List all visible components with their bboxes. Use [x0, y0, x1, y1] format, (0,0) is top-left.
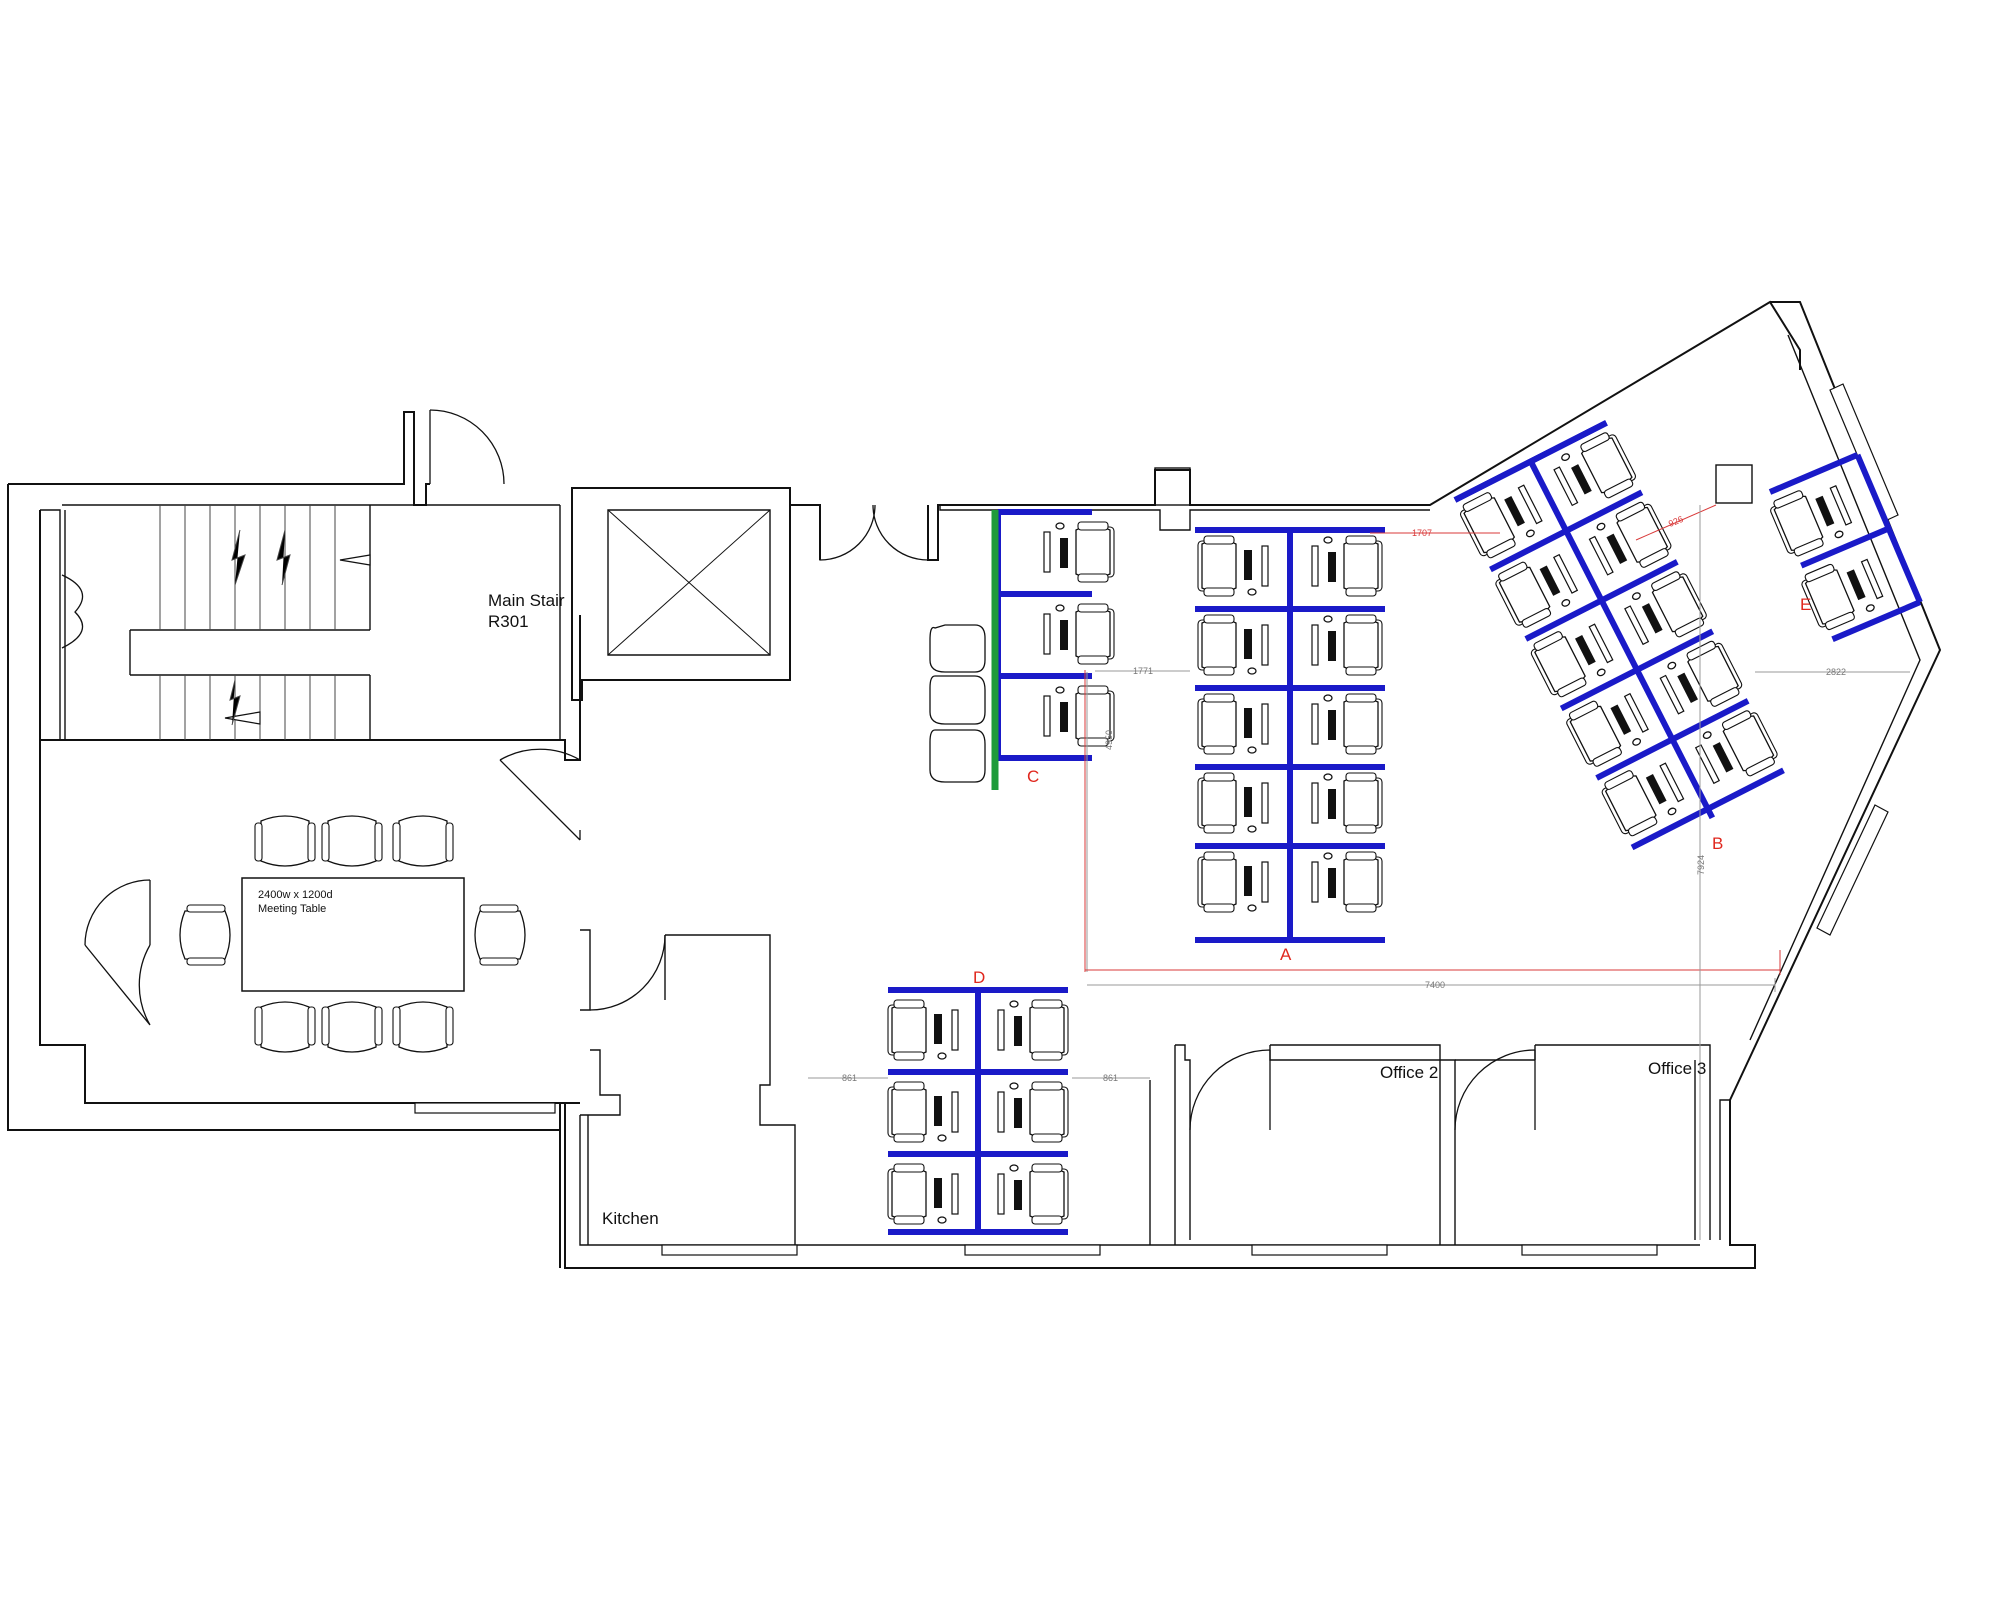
meeting-chair-top-3 — [392, 815, 454, 867]
cluster-label-d: D — [973, 968, 985, 987]
meeting-table-label: Meeting Table — [258, 903, 326, 915]
cluster-a-desk — [1311, 851, 1383, 913]
cluster-a-desk — [1197, 693, 1269, 755]
dim-7400: 7400 — [1425, 980, 1445, 990]
cluster-b-divider — [1595, 698, 1750, 781]
cluster-a-desk — [1311, 693, 1383, 755]
cluster-label-c: C — [1027, 767, 1039, 786]
cluster-d — [887, 987, 1069, 1235]
cluster-b-divider — [1559, 628, 1715, 712]
cluster-a-desk — [1197, 772, 1269, 834]
cluster-label-b: B — [1712, 834, 1723, 853]
meeting-chair-right — [474, 904, 526, 966]
dim-4950: 4950 — [1104, 730, 1114, 750]
cluster-d-desk — [997, 1081, 1069, 1143]
meeting-chair-bottom-2 — [321, 1001, 383, 1053]
cluster-b-divider — [1524, 559, 1679, 642]
windows — [414, 383, 1899, 1256]
dim-861-left: 861 — [842, 1073, 857, 1083]
cluster-a-desk — [1311, 535, 1383, 597]
meeting-chair-top-1 — [254, 815, 316, 867]
dim-861-right: 861 — [1103, 1073, 1118, 1083]
meeting-chair-left — [179, 904, 231, 966]
cluster-b — [1453, 420, 1785, 851]
main-stair-code: R301 — [488, 612, 529, 631]
cluster-a-desk — [1197, 614, 1269, 676]
cluster-e-divider — [1831, 599, 1922, 643]
cluster-label-a: A — [1280, 945, 1292, 964]
cluster-a — [1195, 527, 1385, 943]
dimensions: 1771 4950 7400 1707 926 2822 7924 861 86… — [808, 504, 1910, 1240]
cluster-c-desk — [1043, 521, 1115, 583]
dim-2822: 2822 — [1826, 667, 1846, 677]
cluster-d-desk — [887, 1163, 959, 1225]
cluster-b-divider — [1630, 767, 1785, 851]
cluster-e-divider — [1800, 525, 1890, 569]
meeting-table — [241, 877, 465, 992]
cluster-label-e: E — [1800, 595, 1811, 614]
meeting-chair-bottom-3 — [392, 1001, 454, 1053]
cluster-d-desk — [887, 999, 959, 1061]
cluster-d-desk — [997, 999, 1069, 1061]
cluster-b-divider — [1489, 489, 1644, 573]
meeting-room — [179, 815, 526, 1053]
cluster-d-desk — [997, 1163, 1069, 1225]
cluster-a-desk — [1197, 535, 1269, 597]
main-stair — [61, 505, 371, 740]
cluster-e-divider — [1768, 452, 1859, 495]
meeting-chair-top-2 — [321, 815, 383, 867]
main-stair-label: Main Stair — [488, 591, 565, 610]
meeting-chair-bottom-1 — [254, 1001, 316, 1053]
meeting-table-size: 2400w x 1200d — [258, 889, 333, 901]
dim-1771: 1771 — [1133, 666, 1153, 676]
cluster-a-desk — [1197, 851, 1269, 913]
cluster-c-desk — [1043, 603, 1115, 665]
kitchen-label: Kitchen — [602, 1209, 659, 1228]
lounge-chairs — [929, 624, 986, 783]
dim-7924: 7924 — [1696, 855, 1706, 875]
doors — [84, 409, 1536, 1131]
cluster-e-back — [1854, 453, 1923, 604]
workstation-clusters — [887, 420, 1923, 1235]
cluster-b-divider — [1453, 420, 1608, 503]
cluster-c — [995, 509, 1115, 761]
office-3-label: Office 3 — [1648, 1059, 1706, 1078]
office-2-label: Office 2 — [1380, 1063, 1438, 1082]
cluster-d-desk — [887, 1081, 959, 1143]
cluster-a-desk — [1311, 614, 1383, 676]
dim-1707: 1707 — [1412, 528, 1432, 538]
labels: Main Stair R301 2400w x 1200d Meeting Ta… — [258, 591, 1811, 1228]
cluster-e — [1766, 452, 1923, 643]
cluster-b-spine — [1528, 460, 1716, 820]
dim-926: 926 — [1667, 514, 1685, 529]
cluster-a-desk — [1311, 772, 1383, 834]
